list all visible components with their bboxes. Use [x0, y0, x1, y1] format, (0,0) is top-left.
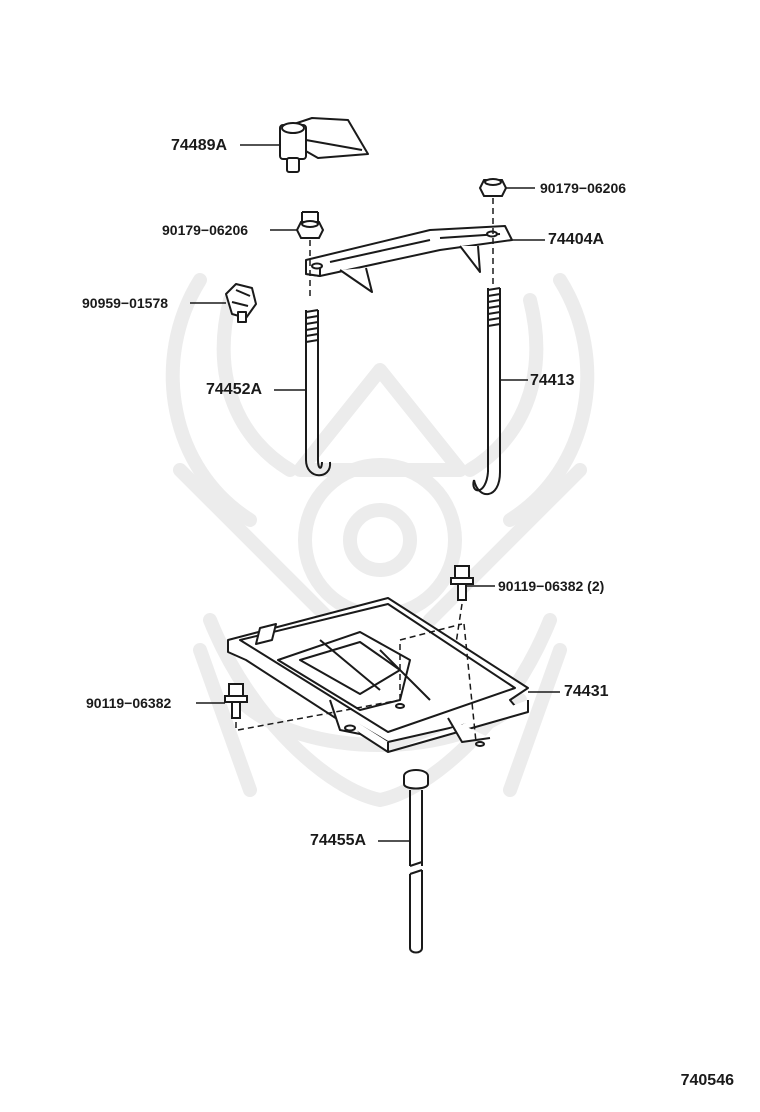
label-74489a: 74489A: [171, 137, 228, 154]
label-90959: 90959−01578: [82, 295, 169, 311]
tray-74431: [227, 597, 529, 753]
label-74452a: 74452A: [206, 381, 263, 398]
nut-right: [478, 178, 508, 197]
label-90119-top: 90119−06382 (2): [498, 578, 605, 594]
label-90179-left: 90179−06206: [162, 222, 249, 238]
label-90119-left: 90119−06382: [86, 695, 172, 711]
label-90179-right: 90179−06206: [540, 180, 627, 196]
rod-74452a: [305, 309, 332, 477]
label-74431: 74431: [564, 683, 609, 700]
clip-90959: [225, 283, 257, 323]
bolt-left: [224, 683, 248, 719]
clamp-74489a: [279, 117, 369, 173]
bolt-74455a: [403, 769, 429, 954]
label-74413: 74413: [530, 372, 575, 389]
nut-left: [295, 211, 325, 239]
label-74455a: 74455A: [310, 832, 367, 849]
bracket-74404a: [305, 225, 513, 293]
diagram-reference-number: 740546: [680, 1072, 734, 1089]
bolt-top: [450, 565, 474, 601]
label-74404a: 74404A: [548, 231, 605, 248]
